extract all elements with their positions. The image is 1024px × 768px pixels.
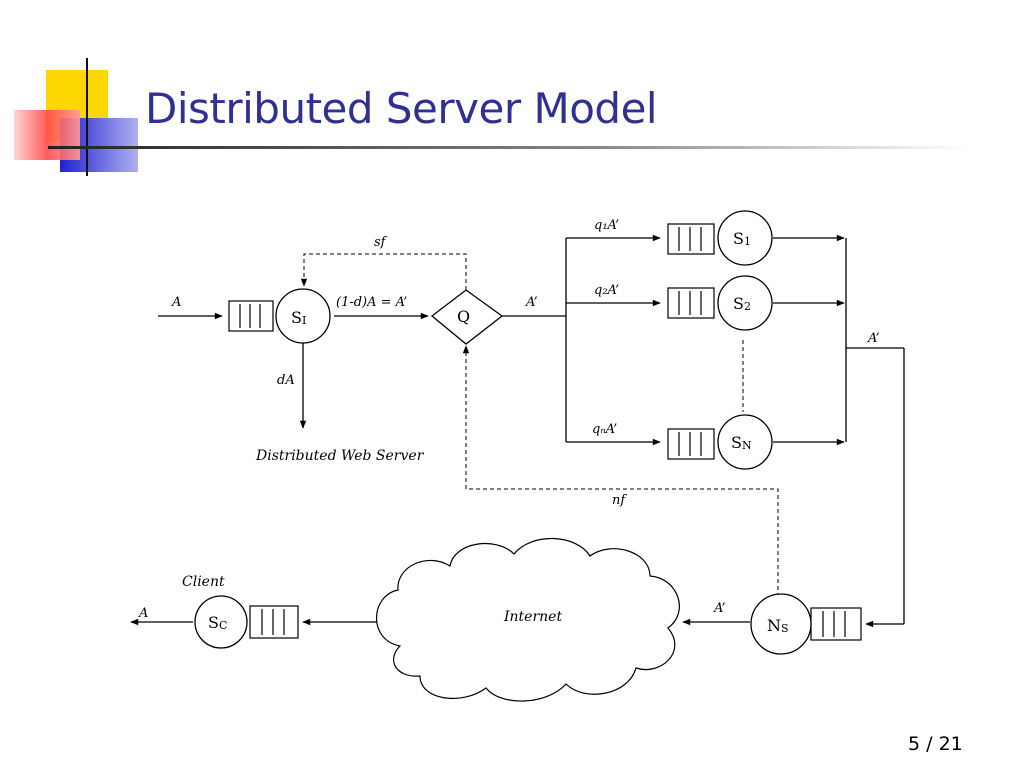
edge-nf-feedback — [462, 345, 779, 597]
label-q1: q₁A’ — [594, 218, 619, 233]
page-number: 5 / 21 — [908, 733, 963, 755]
label-q-out: A’ — [525, 295, 538, 310]
node-sc-label: SC — [208, 613, 227, 632]
node-s1-label: S1 — [733, 229, 751, 248]
label-client-out: A — [138, 606, 148, 621]
node-si-label: SI — [291, 308, 306, 327]
node-q-diamond — [430, 289, 504, 345]
label-input-a: A — [171, 295, 181, 310]
caption-internet: Internet — [503, 609, 562, 625]
node-sn-circle — [717, 414, 773, 470]
node-si-circle — [275, 288, 331, 344]
queue-ns — [810, 607, 862, 641]
node-s2-circle — [717, 275, 773, 331]
queue-si — [228, 300, 274, 332]
label-nf: nf — [612, 493, 627, 508]
logo-red-square — [14, 110, 80, 160]
node-q-label: Q — [457, 307, 470, 326]
label-sf: sf — [374, 235, 388, 250]
node-sn-label: SN — [731, 433, 752, 452]
node-sc-circle — [194, 595, 248, 649]
caption-distributed-web-server: Distributed Web Server — [255, 448, 425, 464]
node-s2-label: S2 — [733, 294, 751, 313]
label-one-minus-d: (1-d)A = A’ — [336, 295, 407, 310]
queue-sc — [249, 605, 299, 639]
caption-client: Client — [182, 574, 225, 590]
slide-logo-decoration — [14, 58, 968, 176]
edge-sf-feedback — [300, 253, 467, 290]
label-da: dA — [277, 373, 295, 388]
title-underline — [48, 146, 968, 149]
node-ns-label: NS — [767, 616, 789, 635]
queue-sn — [667, 428, 715, 460]
label-ns-out: A’ — [713, 601, 726, 616]
node-s1-circle — [717, 210, 773, 266]
queue-s2 — [667, 287, 715, 319]
slide-title: Distributed Server Model — [145, 84, 658, 133]
label-q2: q₂A’ — [594, 283, 619, 298]
label-merged: A’ — [867, 331, 880, 346]
node-ns-circle — [750, 593, 812, 655]
label-qn: qₙA’ — [592, 422, 617, 437]
internet-cloud — [376, 537, 680, 702]
queue-s1 — [667, 223, 715, 255]
